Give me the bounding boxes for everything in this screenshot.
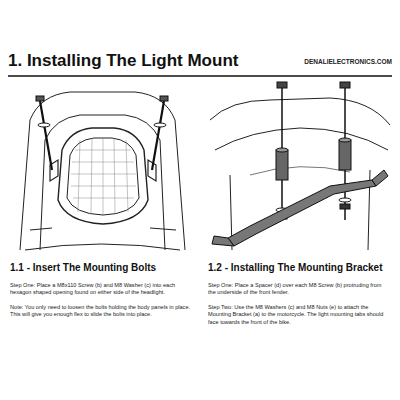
mounting-bolts xyxy=(36,96,168,170)
website: DENALIELECTRONICS.COM xyxy=(304,58,392,66)
rule-line xyxy=(8,75,392,77)
section-heading: 1.2 - Installing The Mounting Bracket xyxy=(208,262,393,275)
step-text: Step Two: Use the M8 Washers (c) and M8 … xyxy=(208,304,390,326)
section-heading: 1.1 - Insert The Mounting Bolts xyxy=(10,262,195,275)
headlight-drawing xyxy=(20,92,185,250)
step-text: Step One: Place a Spacer (d) over each M… xyxy=(208,282,390,297)
note-text: Note: You only need to loosen the bolts … xyxy=(10,304,192,319)
step-text: Step One: Place a M8x110 Screw (b) and M… xyxy=(10,282,192,297)
page-title: 1. Installing The Light Mount xyxy=(8,50,238,71)
mounting-bracket xyxy=(212,170,388,246)
bracket-drawing xyxy=(210,98,390,250)
